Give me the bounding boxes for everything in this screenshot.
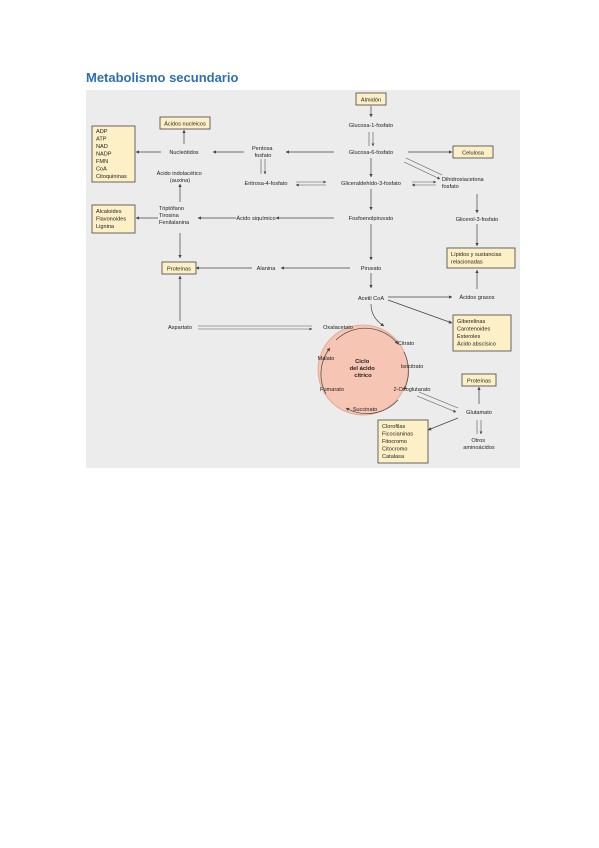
terpenoids-box: Giberelinas Carotenoides Esteroles Ácido… bbox=[452, 314, 512, 352]
metabolite-labels: Glucosa-1-fosfato Glucosa-6-fosfato Nucl… bbox=[157, 123, 499, 451]
label-acidos-grasos: Ácidos grasos bbox=[459, 294, 494, 301]
cycle-circle bbox=[317, 324, 409, 416]
label-succinato: Succinato bbox=[353, 407, 378, 413]
lipidos-box: Lípidos y sustancias relacionadas bbox=[446, 247, 516, 269]
cycle-name: Ciclo del ácido cítrico bbox=[350, 359, 377, 379]
label-pentosa-fosfato: Pentosa fosfato bbox=[252, 146, 274, 159]
label-eritrosa-4-fosfato: Eritrosa-4-fosfato bbox=[245, 181, 288, 187]
label-piruvato: Piruvato bbox=[361, 266, 382, 272]
nucleotide-products-box: ADP ATP NAD NADP FMN CoA Citoquininas bbox=[91, 125, 136, 183]
diagram-panel bbox=[86, 90, 520, 468]
svg-text:Almidón: Almidón bbox=[361, 98, 381, 104]
label-dihidroxiacetona-fosfato: Dihidroxiacetona fosfato bbox=[442, 177, 485, 190]
label-glicerol-3-fosfato: Glicerol-3-fosfato bbox=[456, 217, 499, 223]
svg-text:Ácidos nucleicos: Ácidos nucleicos bbox=[164, 121, 206, 128]
almidon-box: Almidón bbox=[355, 92, 387, 106]
metabolism-diagram: Ciclo del ácido cítrico Almidón Ácidos n… bbox=[86, 90, 520, 468]
svg-text:Lípidos y sustancias rel: Lípidos y sustancias relacionadas bbox=[451, 252, 503, 266]
label-glucosa-1-fosfato: Glucosa-1-fosfato bbox=[349, 123, 393, 129]
citric-acid-cycle: Ciclo del ácido cítrico bbox=[317, 324, 409, 416]
label-malato: Malato bbox=[318, 356, 335, 362]
label-aspartato: Aspartato bbox=[168, 325, 192, 331]
label-aminoacidos-aromaticos: Triptófano Tirosina Fenilalanina bbox=[159, 206, 190, 226]
celulosa-box: Celulosa bbox=[452, 145, 494, 159]
svg-text:ADP ATP NAD: ADP ATP NAD NADP FMN CoA Citoquininas bbox=[96, 129, 127, 180]
svg-text:Giberelinas Carotenoides: Giberelinas Carotenoides Esteroles Ácido… bbox=[457, 319, 496, 348]
proteinas-right-box: Proteínas bbox=[461, 373, 497, 387]
label-alanina: Alanina bbox=[257, 266, 277, 272]
svg-text:Celulosa: Celulosa bbox=[462, 151, 485, 157]
label-acido-siquimico: Ácido siquímico bbox=[236, 215, 275, 222]
label-isocitrato: Isocitrato bbox=[401, 364, 424, 370]
svg-text:Proteínas: Proteínas bbox=[167, 267, 191, 273]
proteinas-left-box: Proteínas bbox=[161, 261, 197, 275]
pigments-box: Clorofilas Ficocianinas Fitocromo Citocr… bbox=[377, 419, 429, 464]
label-2-oxoglutarato: 2-Oxoglutarato bbox=[393, 387, 430, 393]
svg-text:Alcaloides Flavonoides: Alcaloides Flavonoides Lignina bbox=[96, 209, 128, 230]
label-gliceraldehido-3-fosfato: Gliceraldehído-3-fosfato bbox=[341, 181, 401, 187]
label-glucosa-6-fosfato: Glucosa-6-fosfato bbox=[349, 150, 393, 156]
svg-text:Clorofilas Ficocianinas: Clorofilas Ficocianinas Fitocromo Citocr… bbox=[382, 424, 415, 460]
label-citrato: Citrato bbox=[398, 341, 414, 347]
label-fumarato: Fumarato bbox=[320, 387, 344, 393]
svg-text:Proteínas: Proteínas bbox=[467, 379, 491, 385]
label-glutamato: Glutamato bbox=[466, 410, 492, 416]
aromatic-products-box: Alcaloides Flavonoides Lignina bbox=[91, 204, 136, 234]
acidos-nucleicos-box: Ácidos nucleicos bbox=[159, 116, 211, 130]
page-title: Metabolismo secundario bbox=[86, 70, 239, 85]
label-otros-aminoacidos: Otros aminoácidos bbox=[463, 438, 495, 451]
pathway-arrows bbox=[135, 106, 483, 435]
label-fosfoenolpiruvato: Fosfoenolpiruvato bbox=[349, 216, 393, 222]
label-acido-indolacetico: Ácido indolacético (auxina) bbox=[157, 170, 204, 184]
label-oxalacetato: Oxalacetato bbox=[323, 325, 353, 331]
label-acetil-coa: Acetil CoA bbox=[358, 296, 384, 302]
label-nucleotidos: Nucleótidos bbox=[169, 150, 198, 156]
